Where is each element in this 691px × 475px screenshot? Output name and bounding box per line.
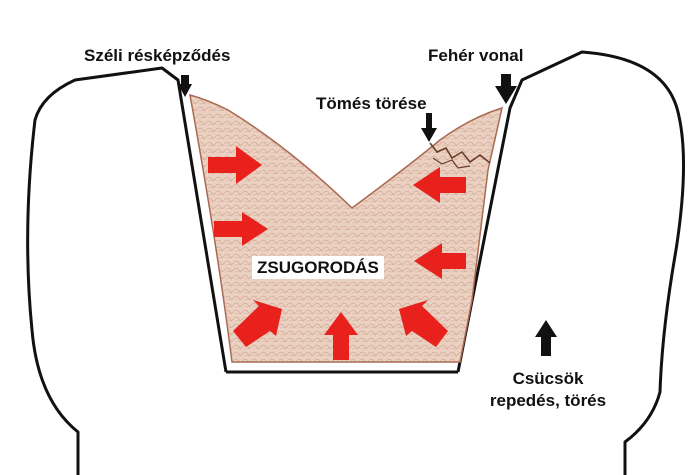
label-cusp-line2: repedés, törés: [490, 391, 606, 410]
label-white-line: Fehér vonal: [428, 47, 523, 64]
label-cusp-line1: Csücsök: [513, 369, 584, 388]
label-cusp-fracture: Csücsök repedés, törés: [478, 368, 618, 412]
label-shrinkage: ZSUGORODÁS: [252, 256, 384, 279]
label-margin-gap: Széli résképződés: [84, 47, 230, 64]
label-filling-fracture: Tömés törése: [316, 95, 427, 112]
pointer-arrow-fracture: [421, 113, 437, 142]
pointer-arrow-cusp: [535, 320, 557, 356]
